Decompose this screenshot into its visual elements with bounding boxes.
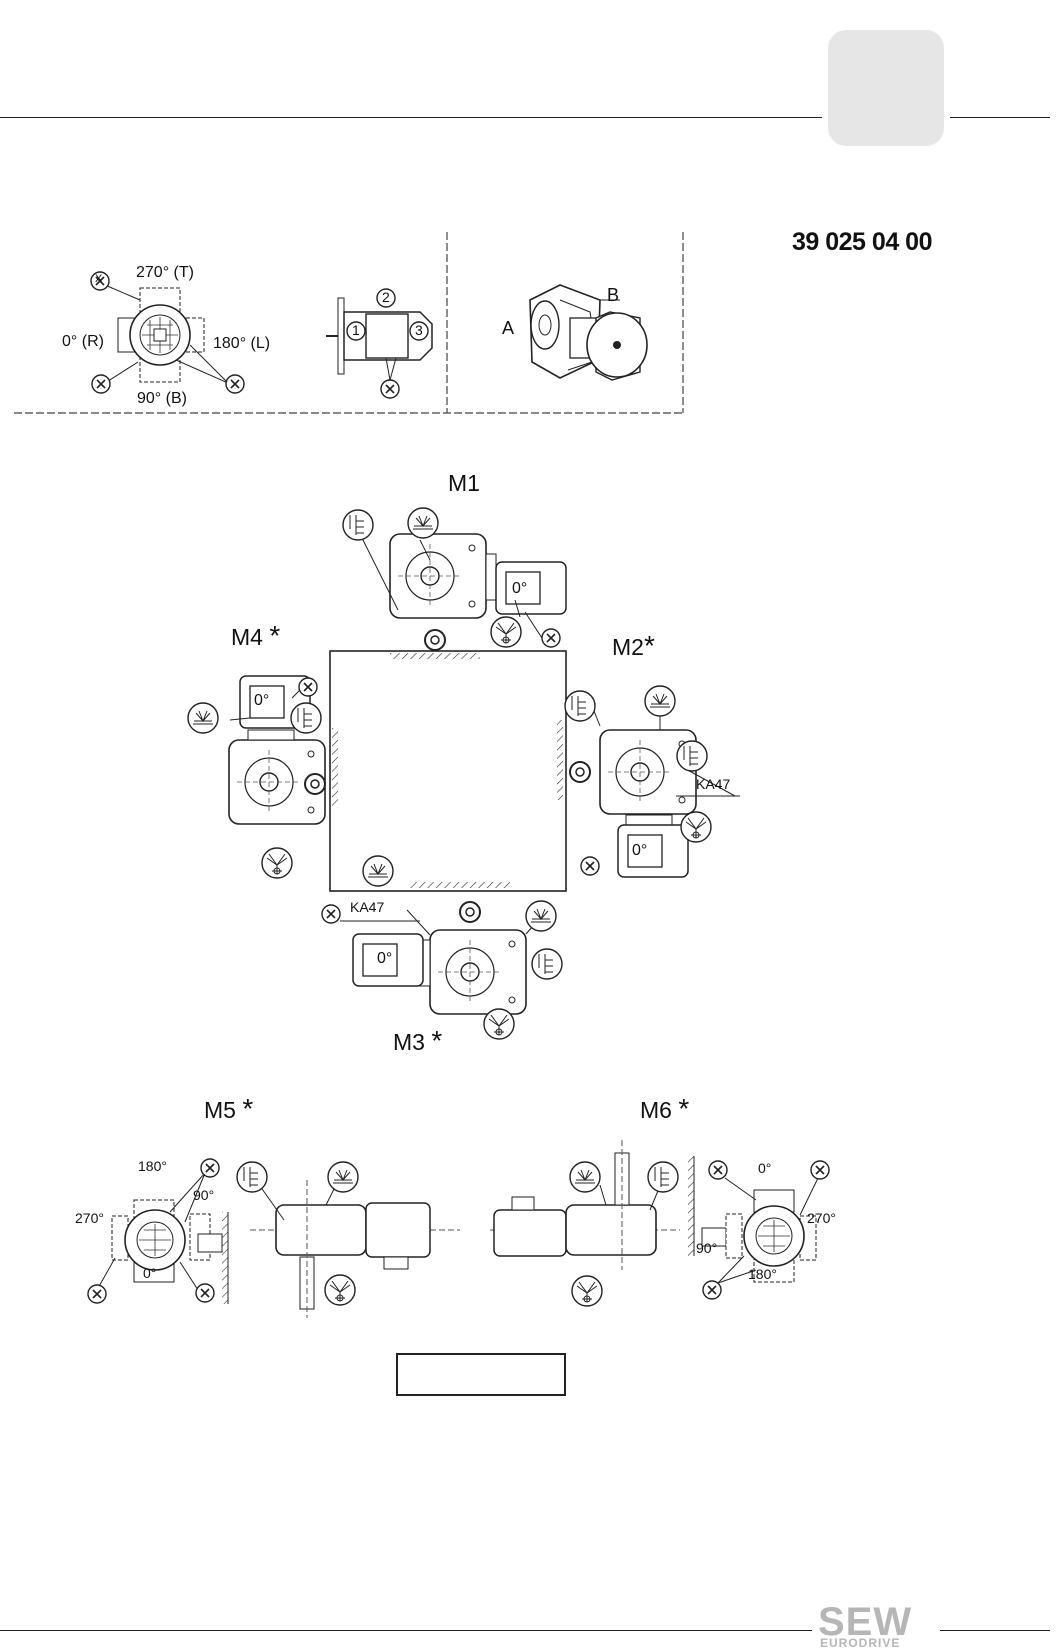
- chapter-tab: [828, 30, 944, 146]
- cable-entry-2: 2: [382, 289, 390, 305]
- label-180-l: 180° (L): [213, 335, 271, 352]
- position-m3: M3 *: [393, 1025, 442, 1057]
- position-m1: M1: [448, 470, 480, 496]
- m6-side-view: [490, 1140, 680, 1307]
- m6-angle-right: 270°: [807, 1210, 836, 1226]
- footer-rule-left: [0, 1630, 812, 1631]
- m3-gearmotor: [321, 855, 563, 1040]
- header-rule-right: [950, 117, 1050, 118]
- document-number: 39 025 04 00: [792, 228, 932, 256]
- label-270-t: 270° (T): [136, 264, 194, 281]
- m1-gearmotor: [342, 507, 567, 651]
- empty-caption-box: [396, 1353, 566, 1396]
- motor-label-m3: 0°: [377, 950, 393, 967]
- label-0-r: 0° (R): [62, 333, 104, 350]
- asterisk-m2: *: [643, 630, 655, 661]
- m6-end-view: [688, 1156, 830, 1300]
- m5-angle-right: 90°: [193, 1187, 215, 1203]
- legend-x-1: X: [95, 273, 103, 285]
- sew-logo: SEW: [818, 1600, 913, 1644]
- footer-rule-right: [940, 1630, 1050, 1631]
- gearmotor-isometric: [529, 284, 648, 381]
- eurodrive-logo: EURODRIVE: [820, 1636, 901, 1650]
- position-m2-text: M2: [612, 634, 644, 660]
- cable-entry-1: 1: [352, 322, 360, 338]
- motor-label-m4: 0°: [254, 692, 270, 709]
- m6-angle-bottom: 180°: [748, 1266, 777, 1282]
- m6-angle-top: 0°: [758, 1160, 772, 1176]
- label-90-b: 90° (B): [137, 390, 187, 407]
- m6-angle-left: 90°: [696, 1240, 718, 1256]
- position-m6-text: M6: [640, 1097, 672, 1123]
- position-m3-text: M3: [393, 1029, 425, 1055]
- m5-angle-left: 270°: [75, 1210, 104, 1226]
- asterisk-m6: *: [678, 1093, 690, 1124]
- m5-angle-bottom: 0°: [143, 1265, 157, 1281]
- cable-entry-3: 3: [415, 322, 423, 338]
- side-a-label: A: [502, 318, 515, 338]
- terminal-box-legend: [90, 271, 245, 394]
- position-m2: M2*: [612, 630, 655, 662]
- side-b-label: B: [607, 285, 620, 305]
- asterisk-m5: *: [242, 1093, 254, 1124]
- cable-entry-legend: [326, 288, 433, 399]
- m5-side-view: [236, 1161, 460, 1318]
- gear-unit-m2: KA47: [696, 776, 731, 792]
- m2-gearmotor: [564, 685, 740, 878]
- m5-angle-top: 180°: [138, 1158, 167, 1174]
- asterisk-m3: *: [431, 1025, 443, 1056]
- position-m5: M5 *: [204, 1093, 253, 1125]
- asterisk-m4: *: [269, 620, 281, 651]
- position-m5-text: M5: [204, 1097, 236, 1123]
- position-m6: M6 *: [640, 1093, 689, 1125]
- gear-unit-m3: KA47: [350, 899, 385, 915]
- position-m4: M4 *: [231, 620, 280, 652]
- m5-end-view: [87, 1158, 229, 1304]
- header-rule-left: [0, 117, 822, 118]
- mounting-block: [329, 650, 567, 892]
- m4-gearmotor: [187, 675, 326, 879]
- motor-label-m1: 0°: [512, 580, 528, 597]
- position-m4-text: M4: [231, 624, 263, 650]
- motor-label-m2: 0°: [632, 842, 648, 859]
